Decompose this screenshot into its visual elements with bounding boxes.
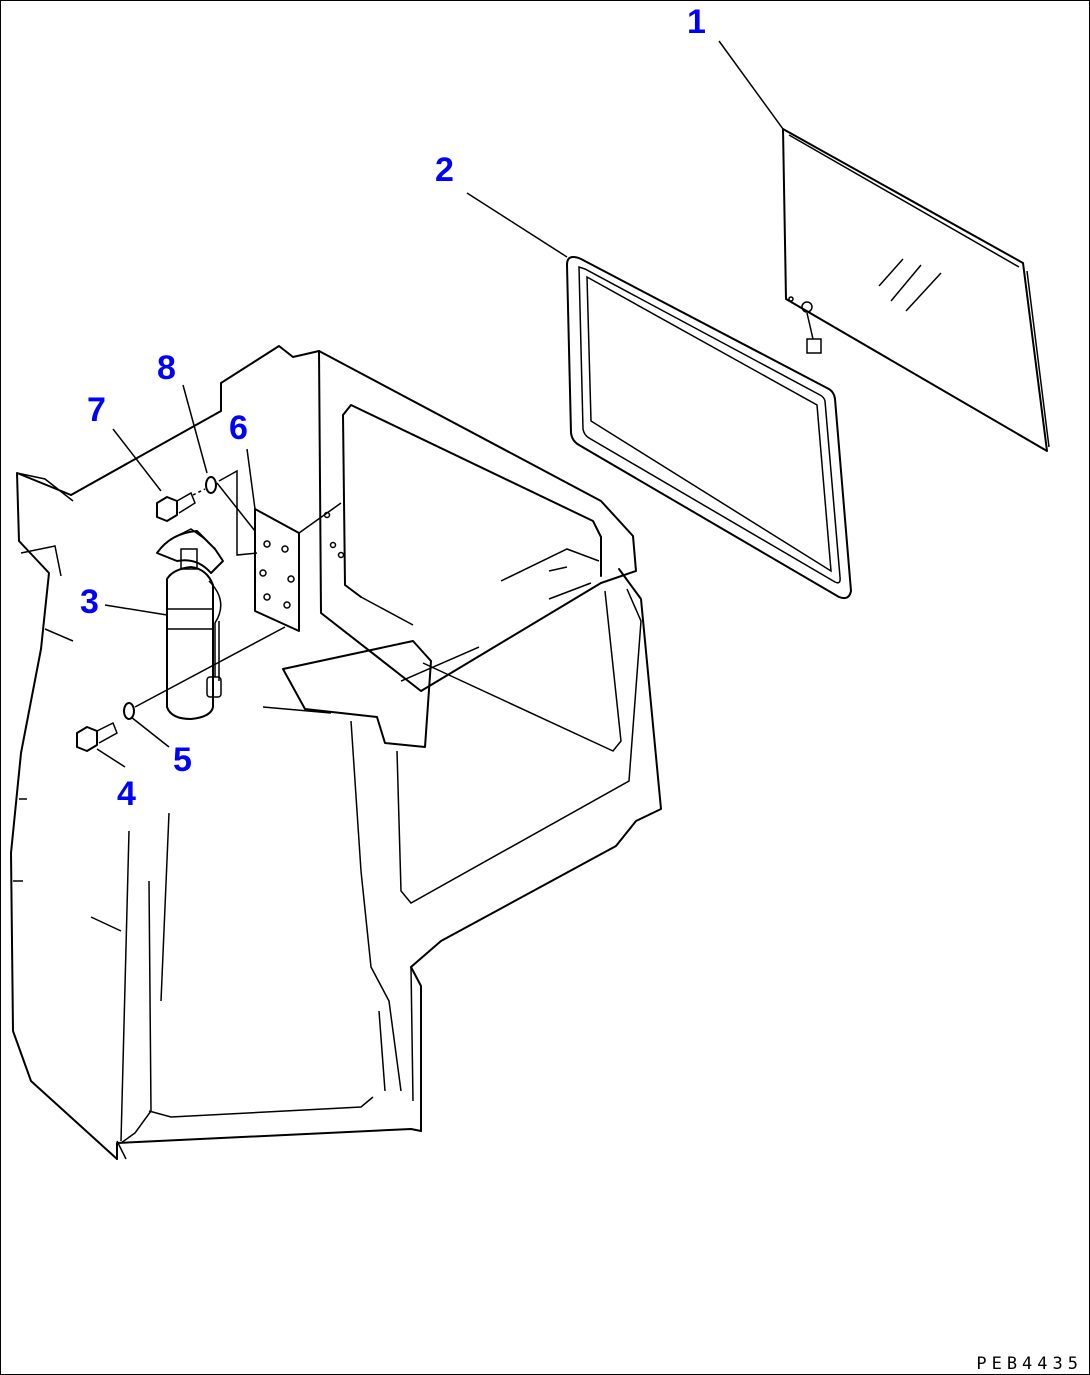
upper-bolt-part-7 (156, 491, 196, 522)
callout-1: 1 (687, 3, 706, 41)
glass-pane-part-1 (782, 128, 1050, 452)
callout-6: 6 (229, 409, 248, 447)
upper-washer-part-8 (205, 476, 217, 494)
callout-3: 3 (80, 583, 99, 621)
fire-extinguisher-part-3 (156, 528, 224, 720)
cab-body (10, 345, 662, 1160)
lower-bolt-part-4 (76, 721, 118, 752)
lower-washer-part-5 (123, 702, 135, 720)
callout-8: 8 (157, 349, 176, 387)
callout-numbers: 1 2 3 4 5 6 7 8 (80, 3, 706, 813)
lower-assembly-line (134, 626, 286, 708)
mounting-plate-part-6 (254, 502, 345, 632)
upper-assembly-line (216, 482, 256, 532)
callout-5: 5 (173, 741, 192, 779)
window-seal-part-2 (566, 256, 852, 600)
leader-lines (96, 40, 784, 768)
callout-7: 7 (87, 391, 106, 429)
callout-2: 2 (435, 151, 454, 189)
drawing-code: PEB4435 (976, 1354, 1083, 1374)
callout-4: 4 (117, 775, 136, 813)
